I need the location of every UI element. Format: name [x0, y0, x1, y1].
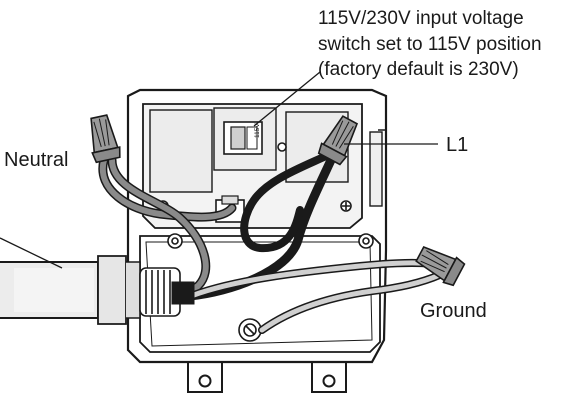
- left-tab-hole: [198, 374, 212, 388]
- voltage-switch: 115V: [223, 121, 263, 155]
- neutral-wire: [99, 157, 235, 221]
- wire-nut-icon: [317, 115, 359, 166]
- right-tab-hole: [322, 374, 336, 388]
- cable-jacket: [171, 281, 195, 305]
- wire-nut-icon: [415, 245, 466, 287]
- switch-note-line-3: (factory default is 230V): [318, 59, 519, 80]
- wire-nut-icon: [90, 114, 121, 164]
- screw-icon: [167, 233, 183, 249]
- switch-note-line-2: switch set to 115V position: [318, 34, 542, 55]
- leader-lines: [0, 71, 438, 269]
- switch-leader-line: [253, 71, 321, 127]
- wire-nuts: [90, 114, 466, 287]
- mounting-tabs: [187, 360, 347, 393]
- hot-load-wire: [240, 152, 330, 253]
- neutral-label: Neutral: [4, 149, 68, 171]
- rocker-switch-icon: [230, 126, 246, 150]
- ground-load-wire: [259, 269, 449, 333]
- switch-note-line-1: 115V/230V input voltage: [318, 8, 524, 29]
- left-recess: [149, 109, 213, 193]
- lower-compartment: [139, 235, 381, 353]
- screw-icon: [340, 200, 352, 212]
- screw-icon: [358, 233, 374, 249]
- conduit-fitting: [97, 255, 127, 325]
- conduit-icon: [0, 255, 195, 325]
- l1-label: L1: [446, 134, 468, 156]
- conduit-leader-line: [0, 237, 63, 269]
- switch-position-label: 115V: [254, 123, 261, 138]
- ground-screw-icon: [238, 318, 262, 342]
- small-hole: [277, 142, 287, 152]
- ground-label: Ground: [420, 300, 487, 322]
